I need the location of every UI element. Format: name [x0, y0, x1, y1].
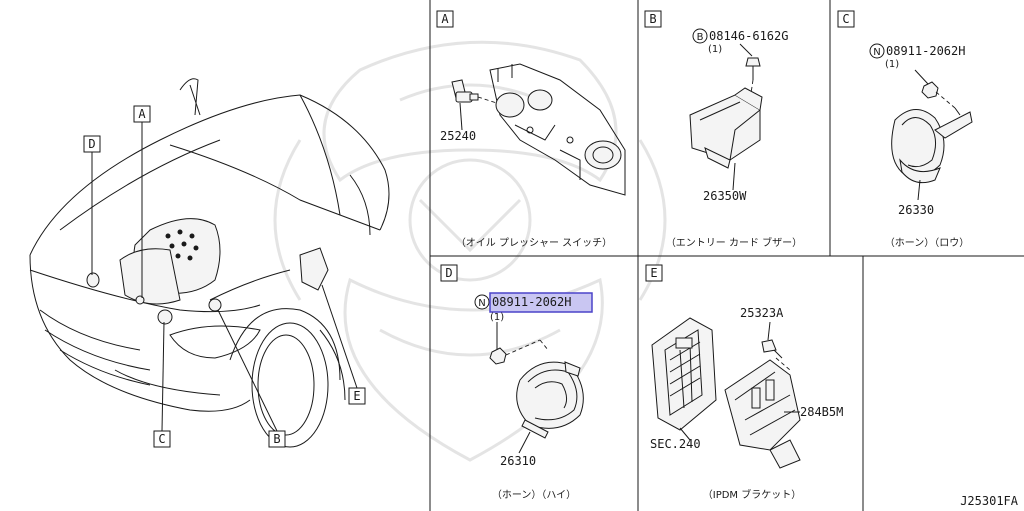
nut-prefix-icon: N [478, 298, 485, 309]
panel-c: C N 08911-2062H (1) 26330 （ホーン）（ロウ） [837, 10, 973, 249]
panel-c-caption: （ホーン）（ロウ） [885, 237, 970, 249]
overview-leaders [91, 122, 358, 432]
svg-text:B: B [273, 432, 280, 446]
svg-text:E: E [353, 389, 360, 403]
part-284B5M-label: 284B5M [800, 405, 843, 419]
overview-callout-c: C [153, 430, 171, 448]
svg-text:D: D [88, 137, 95, 151]
vehicle-overview [29, 78, 390, 448]
panel-a: A 25240 （オイル プレッシャー スイッチ） [436, 10, 626, 249]
diagram-code: J25301FA [960, 494, 1019, 508]
overview-callout-e: E [348, 387, 366, 405]
panel-grid [429, 0, 1024, 511]
panel-d-caption: （ホーン）（ハイ） [492, 489, 576, 501]
horn-low [891, 107, 973, 184]
svg-text:A: A [138, 107, 146, 121]
overview-callout-b: B [268, 430, 286, 448]
nut-qty-label: (1) [885, 59, 899, 70]
panel-e-caption: （IPDM ブラケット） [703, 488, 802, 501]
nut-08911-2062H-label: 08911-2062H [492, 295, 571, 309]
ipdm-module [651, 317, 717, 431]
panel-e-letter: E [650, 266, 657, 280]
watermark-emblem [273, 40, 667, 462]
bolt-08146-6162G-label: 08146-6162G [709, 29, 788, 43]
engine-block-drawing [489, 63, 626, 196]
bolt-qty-label: (1) [708, 44, 722, 55]
panel-a-letter: A [441, 12, 449, 26]
bolt-prefix-icon: B [697, 32, 704, 43]
overview-callout-d: D [83, 135, 101, 153]
panel-d: D N 08911-2062H (1) 26310 （ホーン）（ハイ） [440, 264, 593, 501]
panel-b-letter: B [649, 12, 656, 26]
panel-d-letter: D [445, 266, 452, 280]
nut-drawing [489, 347, 507, 365]
bolt-drawing [761, 339, 783, 359]
panel-e: E 25323A 284B5M [645, 264, 843, 501]
panel-a-caption: （オイル プレッシャー スイッチ） [456, 237, 612, 249]
bolt-drawing [745, 57, 761, 80]
svg-text:C: C [158, 432, 165, 446]
oil-pressure-switch [451, 79, 479, 103]
part-25323A-label: 25323A [740, 306, 784, 320]
highlighted-part-number[interactable] [489, 292, 593, 313]
entry-card-buzzer [689, 87, 763, 169]
nut-08911-2062H-label: 08911-2062H [886, 44, 965, 58]
nut-prefix-icon: N [873, 47, 880, 58]
part-26310-label: 26310 [500, 454, 536, 468]
part-25240-label: 25240 [440, 129, 476, 143]
ipdm-bracket [724, 359, 801, 469]
part-26350W-label: 26350W [703, 189, 747, 203]
horn-high [516, 361, 584, 439]
nut-qty-label: (1) [490, 312, 504, 323]
panel-b: B B 08146-6162G (1) 26350W （エントリー カード ブザ… [644, 10, 802, 249]
part-26330-label: 26330 [898, 203, 934, 217]
section-ref-label: SEC.240 [650, 437, 701, 451]
overview-callout-a: A [133, 105, 151, 123]
panel-b-caption: （エントリー カード ブザー） [666, 236, 802, 249]
nut-drawing [921, 81, 939, 99]
panel-c-letter: C [842, 12, 849, 26]
